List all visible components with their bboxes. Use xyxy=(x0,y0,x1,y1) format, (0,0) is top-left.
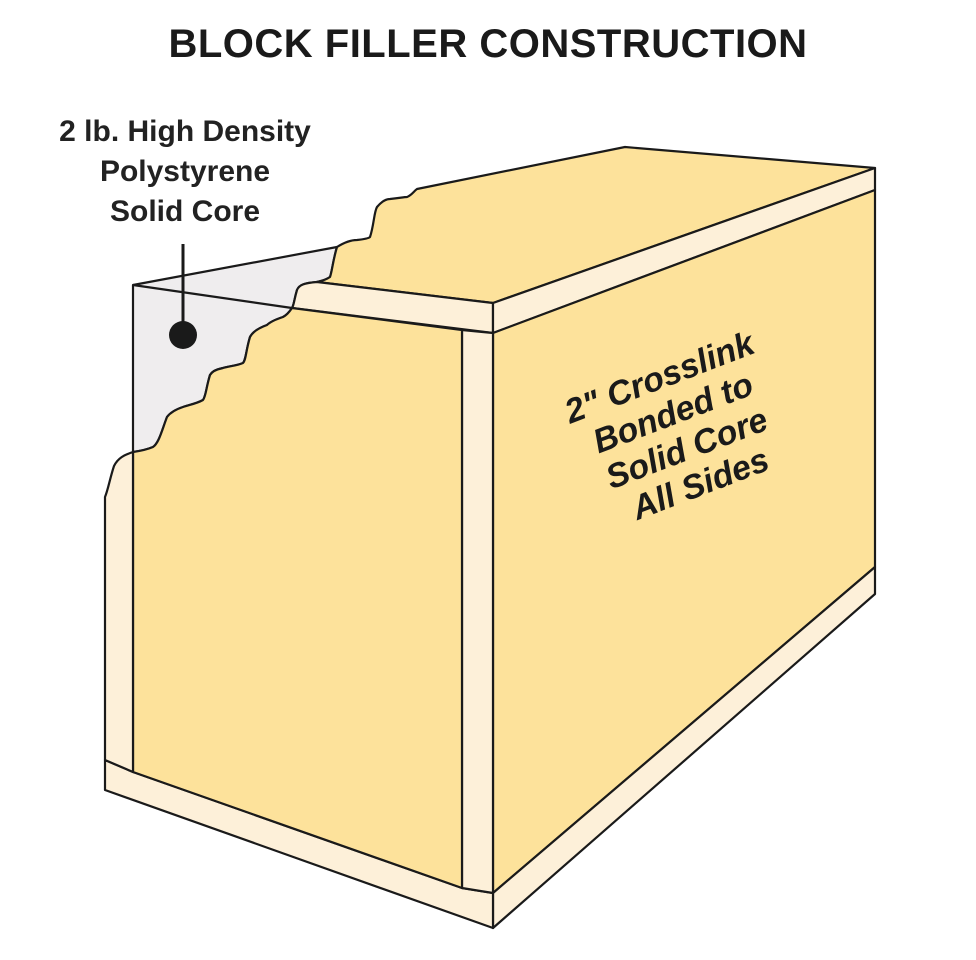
core-label-line: Solid Core xyxy=(109,195,260,228)
front-face xyxy=(131,306,464,890)
leader-dot xyxy=(169,321,197,349)
top-face xyxy=(315,145,877,305)
core-label-line: Polystyrene xyxy=(99,155,271,188)
core-label: 2 lb. High Density Polystyrene Solid Cor… xyxy=(20,112,350,232)
diagram-title: BLOCK FILLER CONSTRUCTION xyxy=(168,22,808,66)
left-crosslink-edge xyxy=(103,450,135,774)
core-label-line: 2 lb. High Density xyxy=(59,115,311,148)
front-crosslink-edge xyxy=(460,328,495,895)
